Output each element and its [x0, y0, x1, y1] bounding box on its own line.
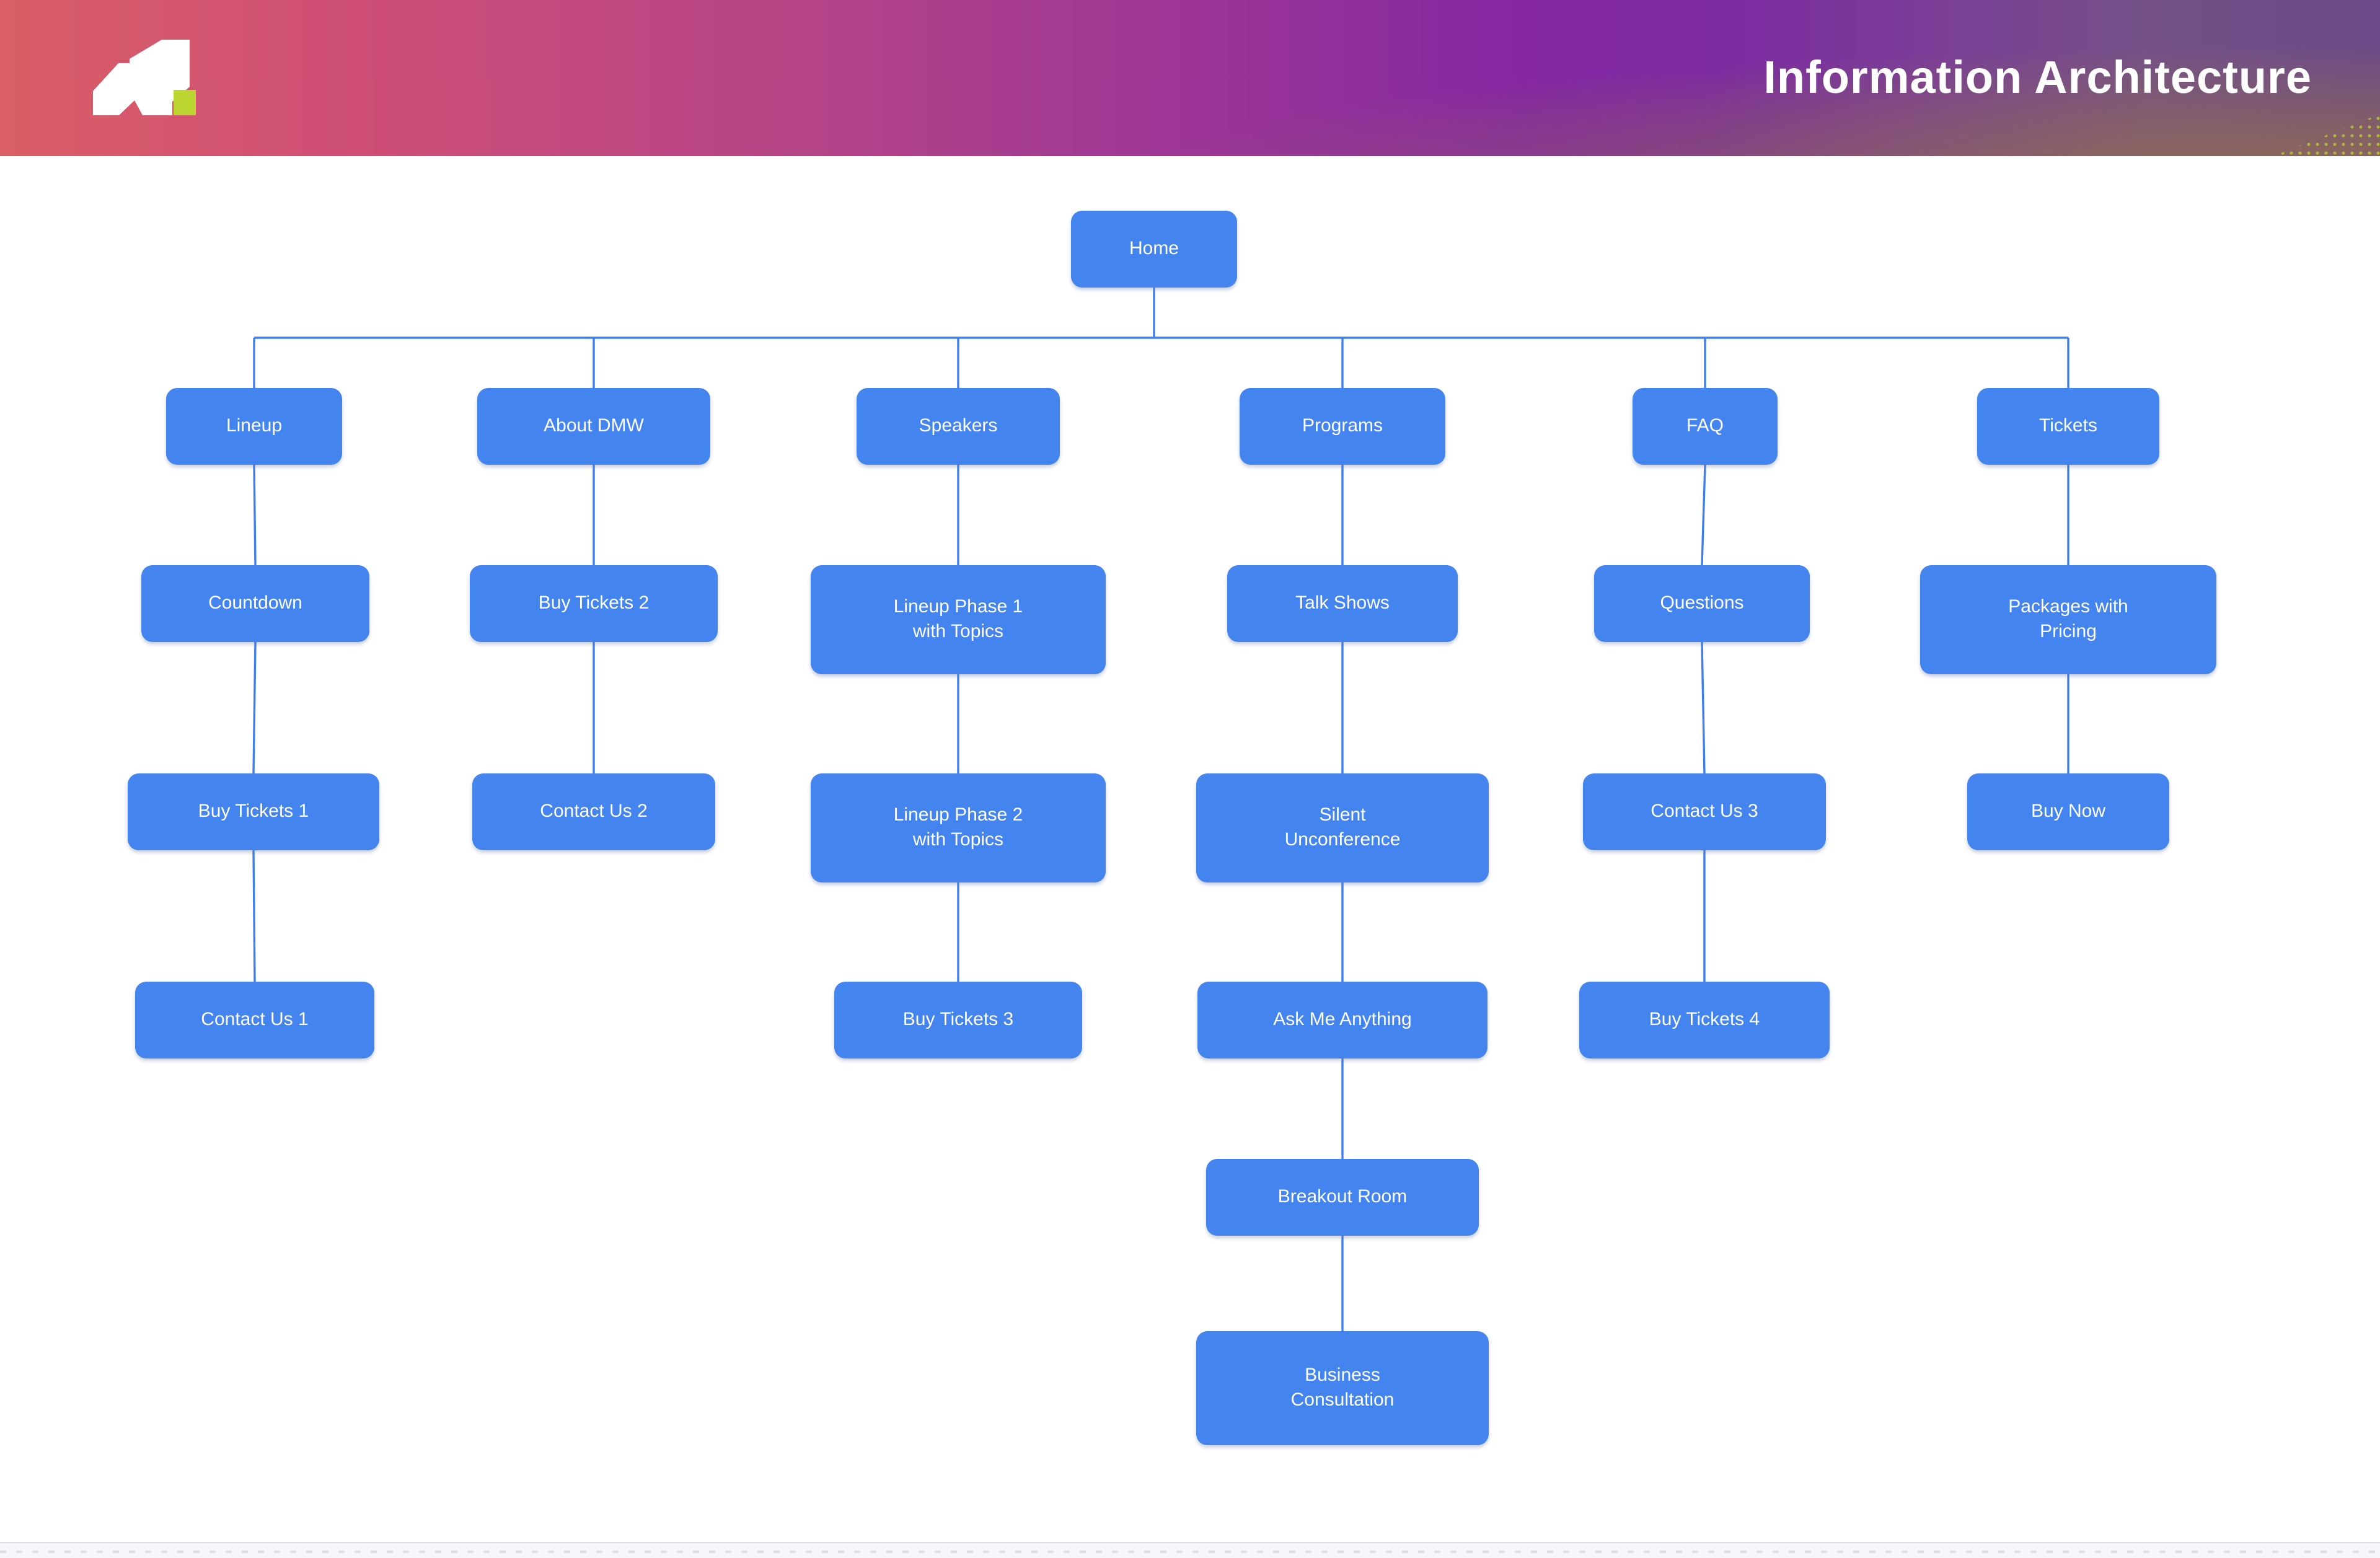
node-questions[interactable]: Questions: [1594, 565, 1810, 642]
node-faq[interactable]: FAQ: [1633, 388, 1778, 465]
logo-m-shape: [93, 40, 190, 115]
node-buy-tickets-3[interactable]: Buy Tickets 3: [834, 982, 1082, 1058]
node-buy-tickets-2[interactable]: Buy Tickets 2: [470, 565, 718, 642]
connector: [252, 641, 257, 774]
node-contact-us-2[interactable]: Contact Us 2: [472, 773, 715, 850]
node-programs[interactable]: Programs: [1240, 388, 1445, 465]
node-talk-shows[interactable]: Talk Shows: [1227, 565, 1458, 642]
page-title: Information Architecture: [1763, 52, 2312, 103]
header-banner: Information Architecture: [0, 0, 2380, 156]
node-buy-tickets-1[interactable]: Buy Tickets 1: [128, 773, 379, 850]
node-lineup-phase-1[interactable]: Lineup Phase 1 with Topics: [811, 565, 1106, 674]
node-contact-us-1[interactable]: Contact Us 1: [135, 982, 374, 1058]
node-buy-now[interactable]: Buy Now: [1967, 773, 2169, 850]
node-buy-tickets-4[interactable]: Buy Tickets 4: [1579, 982, 1830, 1058]
node-lineup[interactable]: Lineup: [166, 388, 342, 465]
node-tickets[interactable]: Tickets: [1977, 388, 2159, 465]
node-lineup-phase-2[interactable]: Lineup Phase 2 with Topics: [811, 773, 1106, 882]
node-packages-with-pricing[interactable]: Packages with Pricing: [1920, 565, 2216, 674]
connector: [252, 850, 256, 982]
footer-strip: [0, 1542, 2380, 1558]
logo-accent-square: [174, 90, 196, 115]
node-silent-unconference[interactable]: Silent Unconference: [1196, 773, 1489, 882]
connector: [1701, 641, 1706, 774]
logo-mark-icon: [93, 40, 196, 115]
node-business-consultation[interactable]: Business Consultation: [1196, 1331, 1489, 1445]
node-ask-me-anything[interactable]: Ask Me Anything: [1197, 982, 1488, 1058]
connector-lines: [252, 288, 2069, 1331]
node-contact-us-3[interactable]: Contact Us 3: [1583, 773, 1826, 850]
logo: [81, 31, 211, 124]
node-breakout-room[interactable]: Breakout Room: [1206, 1159, 1479, 1236]
node-about-dmw[interactable]: About DMW: [477, 388, 710, 465]
connector: [1701, 464, 1706, 566]
node-countdown[interactable]: Countdown: [141, 565, 369, 642]
node-home[interactable]: Home: [1071, 211, 1237, 288]
connector: [253, 464, 257, 566]
node-speakers[interactable]: Speakers: [857, 388, 1060, 465]
